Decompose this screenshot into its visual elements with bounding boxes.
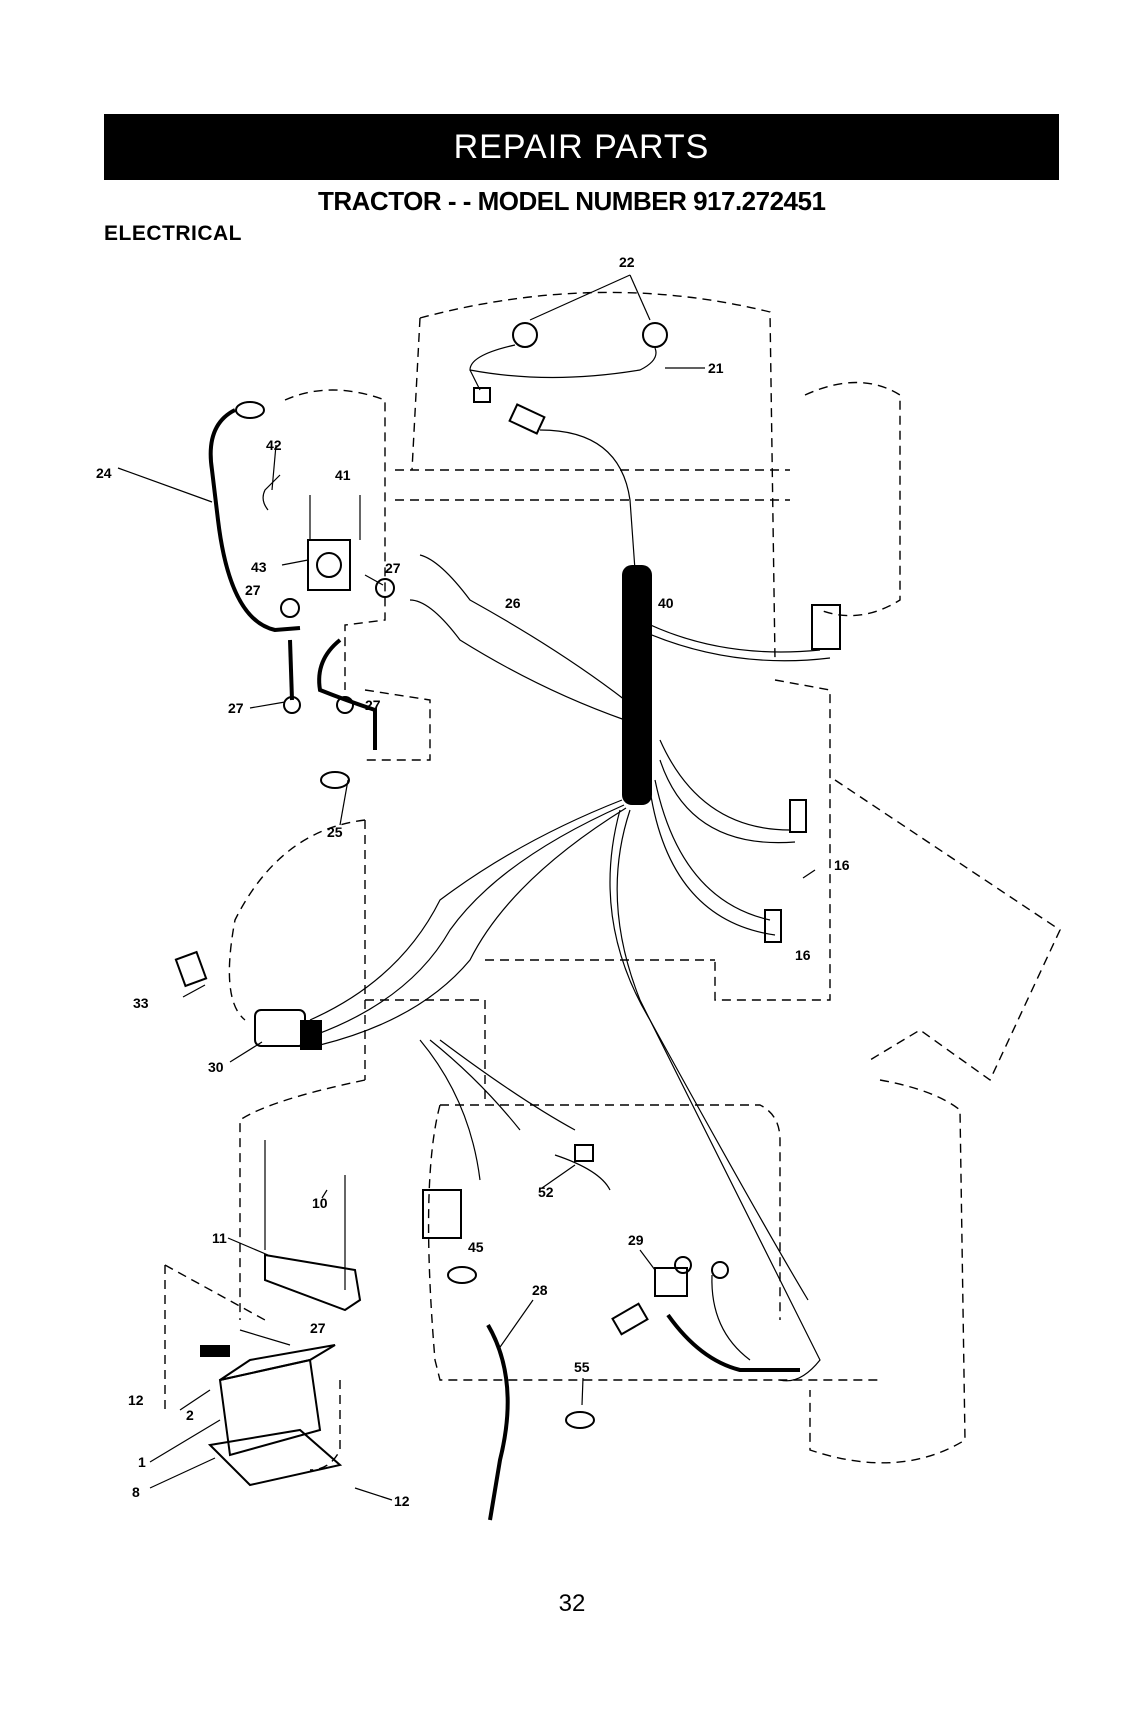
callout-43: 43 [251,559,267,575]
callout-55: 55 [574,1359,590,1375]
callout-11: 11 [212,1230,227,1246]
callout-30: 30 [208,1059,224,1075]
callout-40: 40 [658,595,674,611]
callout-12-left: 12 [128,1392,144,1408]
headlight-harness [470,275,705,402]
callout-16-lower: 16 [795,947,811,963]
callout-28: 28 [532,1282,548,1298]
callout-42: 42 [266,437,282,453]
callout-27-lower-left: 27 [228,700,244,716]
callout-41: 41 [335,467,351,483]
callout-26: 26 [505,595,521,611]
callout-52: 52 [538,1184,554,1200]
main-wire-harness [310,405,840,1381]
callout-24: 24 [96,465,112,481]
callout-10: 10 [312,1195,328,1211]
ignition-switch [176,952,322,1050]
callout-8: 8 [132,1484,140,1500]
misc-components [423,1145,800,1520]
callout-leaders [118,445,815,1500]
callout-1: 1 [138,1454,146,1470]
callout-45: 45 [468,1239,484,1255]
callout-2: 2 [186,1407,194,1423]
solenoid-assembly [211,402,394,788]
callout-12-right: 12 [394,1493,410,1509]
callout-27-battery: 27 [310,1320,326,1336]
callout-16-upper: 16 [834,857,850,873]
callout-25: 25 [327,824,343,840]
callout-29: 29 [628,1232,644,1248]
callout-22: 22 [619,254,635,270]
callout-21: 21 [708,360,724,376]
battery-assembly [200,1140,360,1485]
callout-labels: 22 21 24 42 41 43 27 27 27 27 26 40 25 1… [96,254,850,1509]
callout-27-solenoid-right: 27 [385,560,401,576]
callout-27-lower-right: 27 [365,697,381,713]
page-number: 32 [0,1590,1144,1618]
callout-27-solenoid-left: 27 [245,582,261,598]
callout-33: 33 [133,995,149,1011]
